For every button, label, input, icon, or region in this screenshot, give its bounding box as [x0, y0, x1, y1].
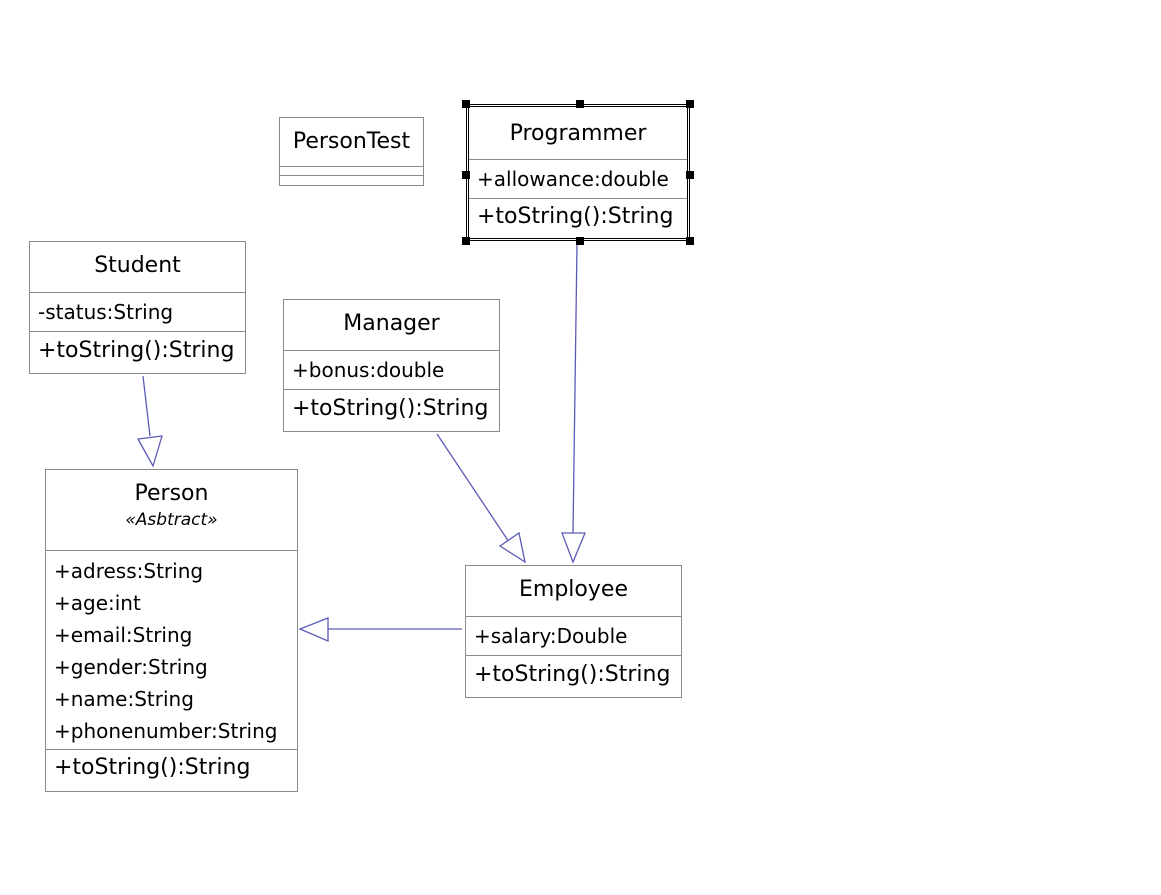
attribute-adress: +adress:String — [54, 559, 204, 583]
operation-tostring: +toString():String — [54, 755, 251, 780]
attribute-compartment: +salary:Double — [466, 617, 681, 656]
resize-handle-n[interactable] — [576, 100, 584, 108]
attribute-status: -status:String — [38, 300, 174, 324]
class-name: Programmer — [509, 121, 647, 146]
class-stereotype: «Asbtract» — [125, 510, 218, 530]
operation-compartment: +toString():String — [46, 750, 297, 791]
resize-handle-nw[interactable] — [462, 100, 470, 108]
class-name: PersonTest — [292, 129, 411, 154]
operation-tostring: +toString():String — [474, 662, 671, 687]
attribute-phonenumber: +phonenumber:String — [54, 719, 278, 743]
attribute-compartment — [280, 167, 423, 176]
attribute-compartment: +allowance:double — [469, 160, 687, 199]
class-employee[interactable]: Employee +salary:Double +toString():Stri… — [465, 565, 682, 698]
class-header: Person «Asbtract» — [46, 470, 297, 551]
student-to-person-link[interactable] — [136, 375, 163, 468]
connector-line[interactable] — [142, 375, 151, 437]
connector-line[interactable] — [572, 243, 578, 534]
class-header: Employee — [466, 566, 681, 617]
class-header: Student — [30, 242, 245, 293]
employee-to-person-link[interactable] — [298, 617, 462, 642]
operation-compartment — [280, 176, 423, 184]
operation-compartment: +toString():String — [466, 656, 681, 697]
connector-line[interactable] — [436, 433, 510, 543]
attribute-email: +email:String — [54, 623, 193, 647]
class-name: Person — [134, 481, 209, 506]
class-header: Programmer — [469, 107, 687, 160]
resize-handle-w[interactable] — [462, 171, 470, 179]
manager-to-employee-link[interactable] — [436, 433, 526, 564]
attribute-name: +name:String — [54, 687, 194, 711]
operation-tostring: +toString():String — [477, 204, 674, 229]
operation-compartment: +toString():String — [469, 199, 687, 237]
class-persontest[interactable]: PersonTest — [279, 117, 424, 186]
operation-tostring: +toString():String — [292, 396, 489, 421]
generalization-arrowhead — [136, 435, 163, 468]
class-name: Manager — [343, 311, 440, 336]
operation-compartment: +toString():String — [30, 332, 245, 373]
class-manager[interactable]: Manager +bonus:double +toString():String — [283, 299, 500, 432]
resize-handle-s[interactable] — [576, 237, 584, 245]
attribute-gender: +gender:String — [54, 655, 208, 679]
class-programmer[interactable]: Programmer +allowance:double +toString()… — [462, 100, 694, 245]
programmer-to-employee-link[interactable] — [561, 243, 586, 564]
class-header: PersonTest — [280, 118, 423, 167]
attribute-bonus: +bonus:double — [292, 358, 445, 382]
resize-handle-e[interactable] — [686, 171, 694, 179]
generalization-arrowhead — [561, 532, 586, 564]
attribute-salary: +salary:Double — [474, 624, 628, 648]
generalization-arrowhead — [498, 531, 526, 564]
resize-handle-ne[interactable] — [686, 100, 694, 108]
resize-handle-sw[interactable] — [462, 237, 470, 245]
attribute-compartment: +adress:String +age:int +email:String +g… — [46, 551, 297, 750]
class-header: Manager — [284, 300, 499, 351]
generalization-arrowhead — [298, 617, 329, 642]
attribute-allowance: +allowance:double — [477, 167, 669, 191]
attribute-age: +age:int — [54, 591, 141, 615]
class-name: Student — [94, 253, 181, 278]
class-name: Employee — [519, 577, 628, 602]
operation-tostring: +toString():String — [38, 338, 235, 363]
operation-compartment: +toString():String — [284, 390, 499, 431]
attribute-compartment: -status:String — [30, 293, 245, 332]
attribute-compartment: +bonus:double — [284, 351, 499, 390]
class-person[interactable]: Person «Asbtract» +adress:String +age:in… — [45, 469, 298, 792]
class-student[interactable]: Student -status:String +toString():Strin… — [29, 241, 246, 374]
resize-handle-se[interactable] — [686, 237, 694, 245]
